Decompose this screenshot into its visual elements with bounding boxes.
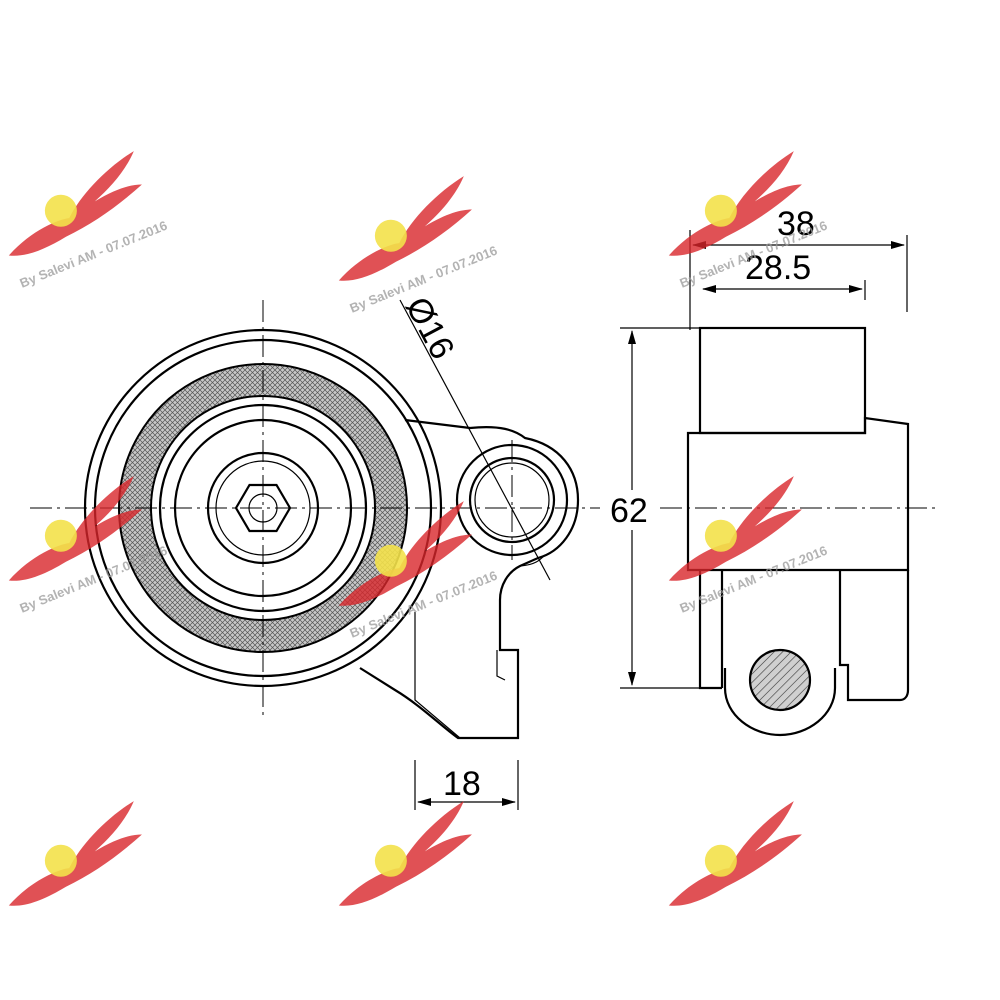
side-view [660, 326, 940, 737]
watermark-logo: By Salevi AM - 07.07.2016 [668, 476, 829, 616]
watermark-logo [668, 801, 802, 906]
watermark-logo [8, 801, 142, 906]
dimension-18: 18 [443, 765, 481, 803]
dimension-38: 38 [777, 205, 815, 243]
dimension-28-5: 28.5 [745, 249, 811, 287]
side-pulley-body [698, 326, 867, 435]
front-view: Ø16 [30, 291, 600, 740]
tensioner-bracket [359, 418, 580, 740]
side-stud [748, 648, 812, 712]
dimension-62: 62 [610, 492, 648, 530]
dimension-38-group: 38 [689, 205, 908, 330]
watermark-logo: By Salevi AM - 07.07.2016 [338, 176, 499, 316]
watermark-logo [338, 801, 472, 906]
watermark-text: By Salevi AM - 07.07.2016 [17, 218, 169, 291]
watermark-logo: By Salevi AM - 07.07.2016 [8, 151, 169, 291]
dimension-28-5-group: 28.5 [702, 249, 866, 300]
dimension-diameter-16: Ø16 [398, 291, 462, 366]
dimension-62-group: 62 [608, 327, 700, 689]
hex-nut [234, 483, 292, 533]
bearing-band [118, 363, 408, 653]
dimension-18-group: 18 [414, 760, 519, 810]
